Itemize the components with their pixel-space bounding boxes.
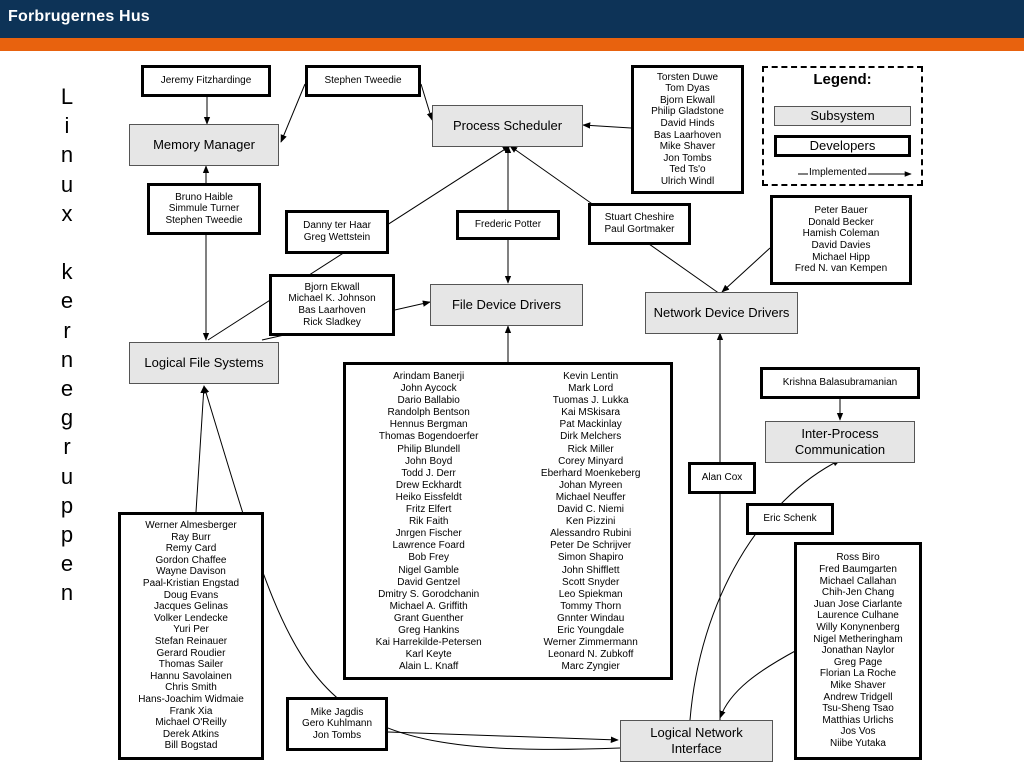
title-letter: L [60, 84, 74, 109]
devs-jagdis: Mike Jagdis Gero Kuhlmann Jon Tombs [286, 697, 388, 751]
devs-fitzhardinge: Jeremy Fitzhardinge [141, 65, 271, 97]
subsystem-memory-manager: Memory Manager [129, 124, 279, 166]
edge-scheddevs-scheduler [582, 122, 632, 129]
devs-memory-manager: Bruno Haible Simmule Turner Stephen Twee… [147, 183, 261, 235]
devs-potter: Frederic Potter [456, 210, 560, 240]
fdd-dev-columns: Arindam Banerji John Aycock Dario Ballab… [346, 371, 670, 673]
legend-title: Legend: [813, 71, 872, 88]
vertical-title: L i n u x k e r n e g r u p p e n [52, 82, 82, 608]
title-letter: r [63, 317, 71, 343]
subsystem-file-device-drivers: File Device Drivers [430, 284, 583, 326]
edge-lni-lfs [203, 385, 621, 750]
edge-fsdevs-lfs [195, 385, 207, 513]
subsystem-process-scheduler: Process Scheduler [432, 105, 583, 147]
title-letter: e [60, 288, 74, 314]
devs-tweedie: Stephen Tweedie [305, 65, 421, 97]
edge-jagdis-lni [387, 731, 619, 743]
devs-logical-network-interface: Ross Biro Fred Baumgarten Michael Callah… [794, 542, 922, 760]
devs-logical-file-systems: Werner Almesberger Ray Burr Remy Card Go… [118, 512, 264, 760]
legend: Legend: Subsystem Developers Implemented [762, 66, 923, 186]
devs-ter-haar: Danny ter Haar Greg Wettstein [285, 210, 389, 254]
fdd-dev-column-2: Kevin Lentin Mark Lord Tuomas J. Lukka K… [540, 371, 641, 673]
title-letter: u [60, 463, 74, 489]
devs-ekwall: Bjorn Ekwall Michael K. Johnson Bas Laar… [269, 274, 395, 336]
title-letter: g [60, 405, 74, 431]
devs-cox: Alan Cox [688, 462, 756, 494]
title-letter: n [60, 580, 74, 606]
legend-developers-swatch: Developers [774, 135, 911, 157]
edge-lni-ipc [689, 459, 841, 721]
title-letter: k [61, 259, 73, 285]
title-letter: r [63, 434, 71, 460]
edge-tweedie-scheduler [420, 83, 433, 121]
legend-implemented-label: Implemented [808, 167, 868, 178]
title-letter: p [60, 522, 74, 548]
title-letter: u [60, 171, 74, 197]
title-letter: i [64, 113, 70, 139]
devs-network-drivers: Peter Bauer Donald Becker Hamish Coleman… [770, 195, 912, 285]
subsystem-logical-network-interface: Logical Network Interface [620, 720, 773, 762]
devs-krishna: Krishna Balasubramanian [760, 367, 920, 399]
subsystem-logical-file-systems: Logical File Systems [129, 342, 279, 384]
title-letter: n [60, 346, 74, 372]
header-accent-stripe [0, 38, 1024, 51]
subsystem-ipc: Inter-Process Communication [765, 421, 915, 463]
legend-subsystem-swatch: Subsystem [774, 106, 911, 126]
devs-file-device-drivers: Arindam Banerji John Aycock Dario Ballab… [343, 362, 673, 680]
edge-lnidevs-lni [719, 649, 798, 719]
title-letter: x [61, 200, 73, 226]
devs-cheshire: Stuart Cheshire Paul Gortmaker [588, 203, 691, 245]
title-letter: n [60, 142, 74, 168]
fdd-dev-column-1: Arindam Banerji John Aycock Dario Ballab… [375, 371, 482, 673]
devs-scheduler: Torsten Duwe Tom Dyas Bjorn Ekwall Phili… [631, 65, 744, 194]
edge-tweedie-mm [280, 83, 306, 143]
title-letter: p [60, 492, 74, 518]
subsystem-network-device-drivers: Network Device Drivers [645, 292, 798, 334]
brand-title: Forbrugernes Hus [8, 8, 150, 25]
title-letter: e [60, 551, 74, 577]
edge-netdrvdevs-netdrv [721, 247, 771, 293]
header-bar: Forbrugernes Hus [0, 0, 1024, 38]
devs-schenk: Eric Schenk [746, 503, 834, 535]
title-letter: e [60, 376, 74, 402]
